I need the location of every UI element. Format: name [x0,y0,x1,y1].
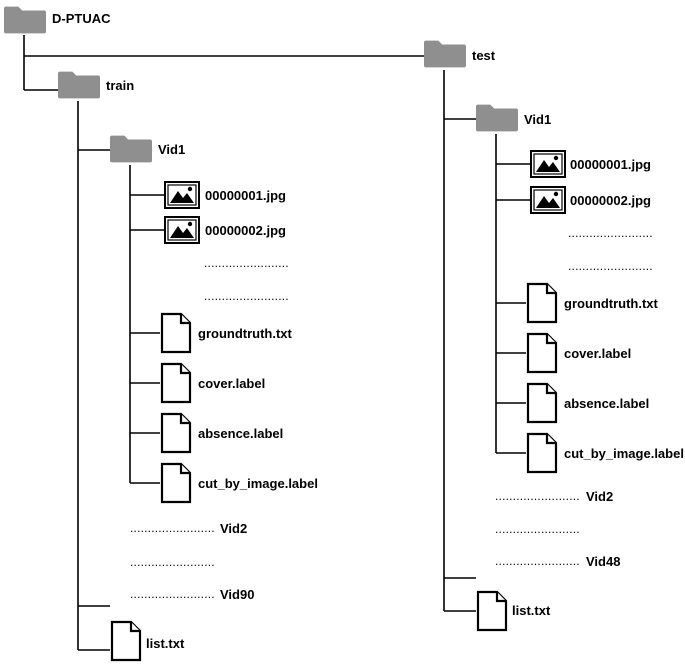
train-image-file-2: 00000002.jpg [164,216,286,244]
test-image-label-2: 00000002.jpg [570,193,651,208]
test-list-label: list.txt [512,603,551,618]
image-file-icon [164,216,200,244]
document-icon [526,332,558,374]
train-list-label: list.txt [146,636,185,651]
folder-icon [58,71,100,99]
train-image-label-1: 00000001.jpg [205,188,286,203]
train-folder-label: train [106,78,134,93]
document-icon [526,382,558,424]
root-folder-node: D-PTUAC [4,6,111,34]
train-file-absence: absence.label [160,412,283,454]
image-file-icon [530,150,566,178]
train-file-label-1: groundtruth.txt [198,326,293,341]
test-vid48-label: Vid48 [586,554,620,569]
document-icon [526,432,558,474]
document-icon [160,362,192,404]
image-file-icon [530,186,566,214]
test-ellipsis-2: ........................ [568,259,653,273]
test-image-label-1: 00000001.jpg [570,157,651,172]
test-file-cut-by-image: cut_by_image.label [526,432,684,474]
train-image-file-1: 00000001.jpg [164,181,286,209]
train-file-cover: cover.label [160,362,265,404]
train-file-label-2: cover.label [198,376,265,391]
test-file-label-4: cut_by_image.label [564,446,684,461]
document-icon [160,312,192,354]
train-list-file: list.txt [110,620,185,662]
train-ellipsis-2: ........................ [204,289,289,303]
train-image-label-2: 00000002.jpg [205,223,286,238]
train-more-dots-1: ........................ [130,521,215,535]
train-file-cut-by-image: cut_by_image.label [160,462,318,504]
image-file-icon [164,181,200,209]
test-file-label-2: cover.label [564,346,631,361]
document-icon [526,282,558,324]
test-ellipsis-1: ........................ [568,226,653,240]
train-more-dots-3: ........................ [130,587,215,601]
train-folder-node: train [58,71,134,99]
test-vid2-label: Vid2 [586,489,613,504]
test-list-file: list.txt [476,590,551,632]
train-vid1-label: Vid1 [158,142,185,157]
folder-icon [424,40,466,68]
test-image-file-1: 00000001.jpg [530,150,651,178]
train-more-dots-2: ........................ [130,555,215,569]
folder-icon [110,135,152,163]
document-icon [160,412,192,454]
train-file-groundtruth: groundtruth.txt [160,312,293,354]
folder-icon [476,104,518,132]
test-more-dots-1: ........................ [495,489,580,503]
test-image-file-2: 00000002.jpg [530,186,651,214]
test-file-cover: cover.label [526,332,631,374]
test-folder-node: test [424,40,496,68]
test-file-label-1: groundtruth.txt [564,296,659,311]
tree-connectors [23,35,530,651]
test-vid1-label: Vid1 [524,112,551,127]
train-file-label-3: absence.label [198,426,283,441]
train-vid2-label: Vid2 [220,521,247,536]
test-more-dots-2: ........................ [495,522,580,536]
train-ellipsis-1: ........................ [204,256,289,270]
document-icon [160,462,192,504]
test-vid1-folder-node: Vid1 [476,104,551,132]
train-file-label-4: cut_by_image.label [198,476,318,491]
test-file-groundtruth: groundtruth.txt [526,282,659,324]
test-file-label-3: absence.label [564,396,649,411]
document-icon [110,620,142,662]
train-vid90-label: Vid90 [220,587,254,602]
train-vid1-folder-node: Vid1 [110,135,185,163]
test-file-absence: absence.label [526,382,649,424]
document-icon [476,590,508,632]
test-more-dots-3: ........................ [495,554,580,568]
root-folder-label: D-PTUAC [52,11,111,26]
test-folder-label: test [472,48,496,63]
folder-icon [4,6,46,34]
